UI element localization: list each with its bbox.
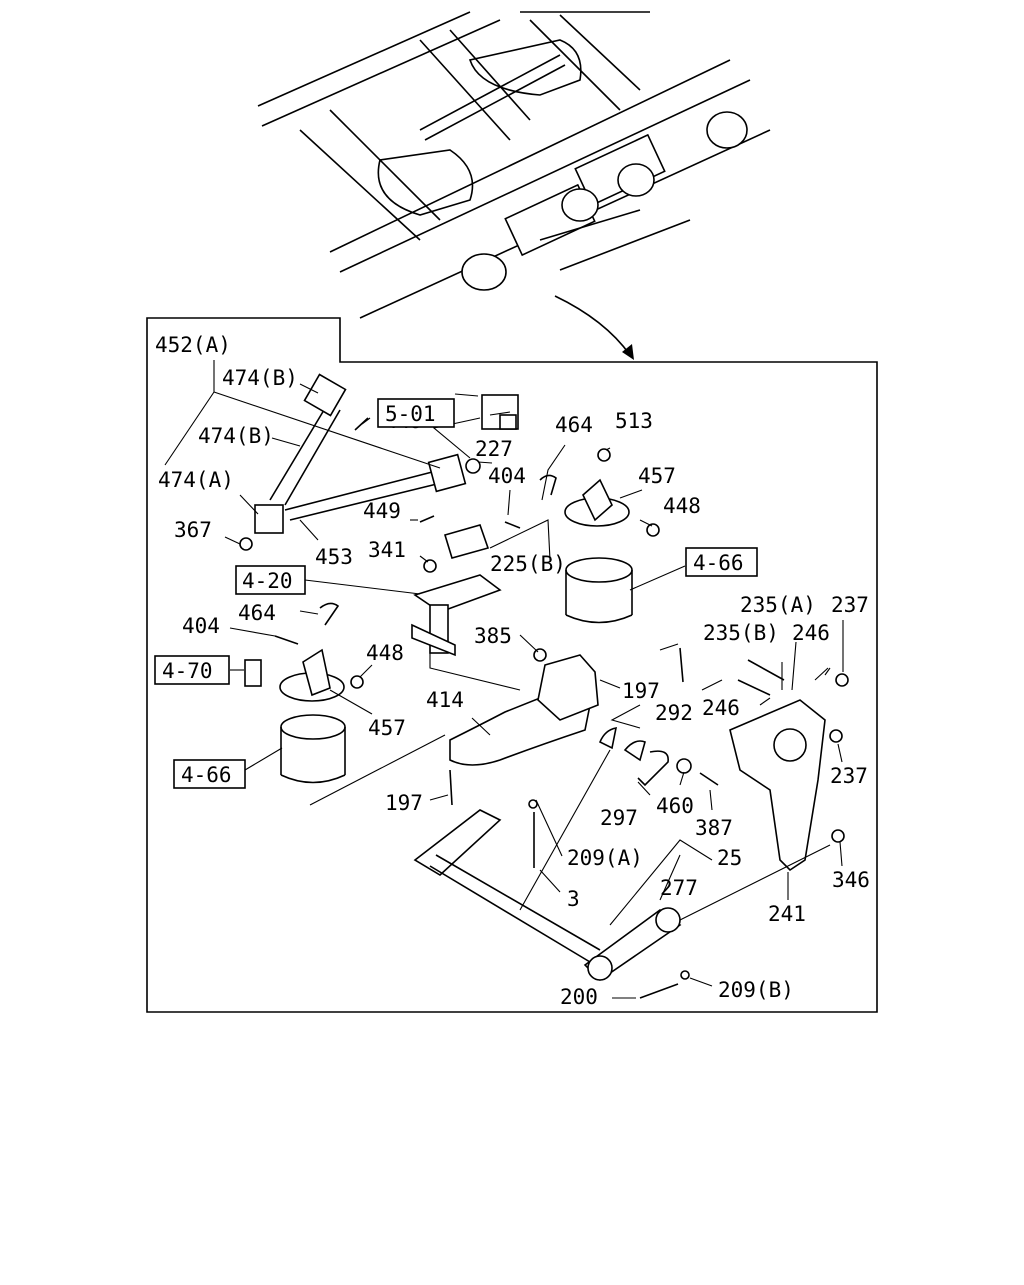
label-292: 292 <box>655 701 693 725</box>
label-474b-lower: 474(B) <box>198 424 274 448</box>
label-513: 513 <box>615 409 653 433</box>
ref-5-01: 5-01 <box>385 402 436 426</box>
label-246-lower: 246 <box>702 696 740 720</box>
label-457-upper: 457 <box>638 464 676 488</box>
label-227: 227 <box>475 437 513 461</box>
label-209a: 209(A) <box>567 846 643 870</box>
label-474b-upper: 474(B) <box>222 366 298 390</box>
label-200: 200 <box>560 985 598 1009</box>
label-452a: 452(A) <box>155 333 231 357</box>
label-235b: 235(B) <box>703 621 779 645</box>
label-404-lower: 404 <box>182 614 220 638</box>
label-237-lower: 237 <box>830 764 868 788</box>
hanger-bracket <box>729 699 826 872</box>
label-448-upper: 448 <box>663 494 701 518</box>
leader-lines <box>164 360 844 999</box>
label-464-lower: 464 <box>238 601 276 625</box>
ref-box-5-01 <box>377 398 455 428</box>
reference-boxes: 5-01 4-20 4-70 4-66 4-66 <box>154 398 758 789</box>
torque-rod-assembly <box>254 373 467 534</box>
label-241: 241 <box>768 902 806 926</box>
equalizer-beam <box>449 654 599 766</box>
label-277: 277 <box>660 876 698 900</box>
label-237-upper: 237 <box>831 593 869 617</box>
ref-box-4-66-upper <box>685 547 758 577</box>
label-404-upper: 404 <box>488 464 526 488</box>
ref-4-70: 4-70 <box>162 659 213 683</box>
detail-frame <box>146 317 878 1013</box>
ref-box-4-66-lower <box>173 759 246 789</box>
label-453: 453 <box>315 545 353 569</box>
label-387: 387 <box>695 816 733 840</box>
label-346: 346 <box>832 868 870 892</box>
label-225b: 225(B) <box>490 552 566 576</box>
air-springs <box>279 478 633 784</box>
label-197-right: 197 <box>622 679 660 703</box>
label-474a: 474(A) <box>158 468 234 492</box>
label-341: 341 <box>368 538 406 562</box>
label-235a: 235(A) <box>740 593 816 617</box>
label-209b: 209(B) <box>718 978 794 1002</box>
label-457-lower: 457 <box>368 716 406 740</box>
ref-4-66-upper: 4-66 <box>693 551 744 575</box>
axle-beam <box>413 809 682 982</box>
label-448-lower: 448 <box>366 641 404 665</box>
label-449-lower: 449 <box>363 499 401 523</box>
bushing-halves <box>598 727 669 787</box>
ref-4-20: 4-20 <box>242 569 293 593</box>
label-460: 460 <box>656 794 694 818</box>
part-labels: 452(A) 474(B) 474(B) 474(A) 367 453 449 … <box>155 333 870 1009</box>
chassis-overview <box>257 11 771 360</box>
bracket-parts <box>411 394 519 657</box>
ref-4-66-lower: 4-66 <box>181 763 232 787</box>
label-367: 367 <box>174 518 212 542</box>
label-385: 385 <box>474 624 512 648</box>
fasteners <box>239 417 849 999</box>
label-3: 3 <box>567 887 580 911</box>
ref-box-4-70 <box>154 655 230 685</box>
label-25: 25 <box>717 846 742 870</box>
label-297: 297 <box>600 806 638 830</box>
label-414: 414 <box>426 688 464 712</box>
label-197-left: 197 <box>385 791 423 815</box>
label-464-upper: 464 <box>555 413 593 437</box>
ref-box-4-20 <box>235 565 306 595</box>
label-246-upper: 246 <box>792 621 830 645</box>
